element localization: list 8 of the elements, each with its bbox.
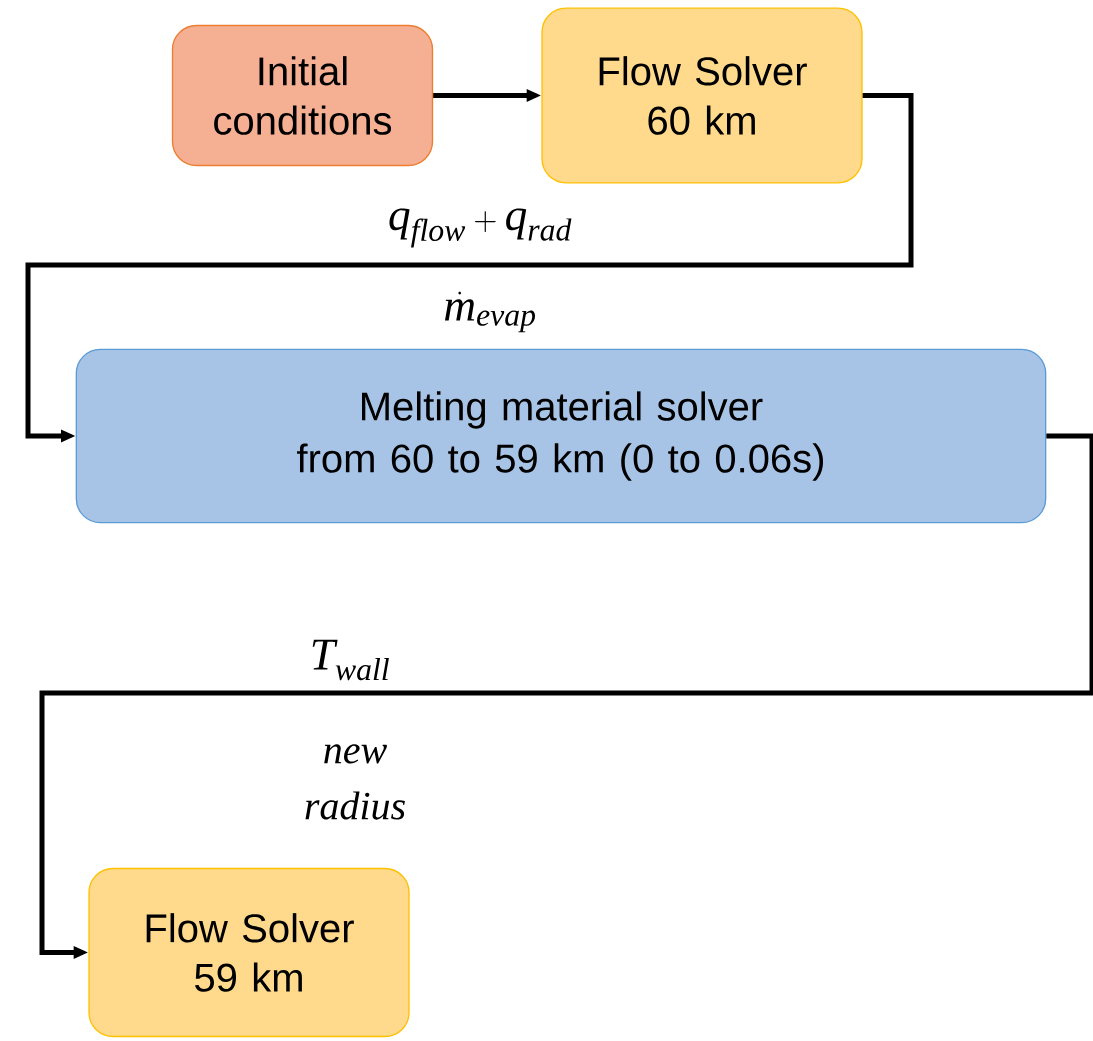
process-box: Flow Solver 60 km bbox=[541, 7, 863, 184]
process-box: Initial conditions bbox=[171, 24, 434, 167]
formula-label: $\dot{m}_{\mathit{evap}}$ bbox=[445, 291, 536, 333]
process-box: Flow Solver 59 km bbox=[88, 867, 410, 1038]
edge-label: $T_{\mathit{wall}}$ bbox=[308, 638, 392, 682]
process-box: Melting material solver from 60 to 59 km (0 to 0.06s) bbox=[75, 348, 1047, 524]
edge-label: $q_{\mathit{flow}} + q_{\mathit{rad}}$ bbox=[386, 207, 574, 249]
note-label: new radius bbox=[305, 744, 405, 820]
